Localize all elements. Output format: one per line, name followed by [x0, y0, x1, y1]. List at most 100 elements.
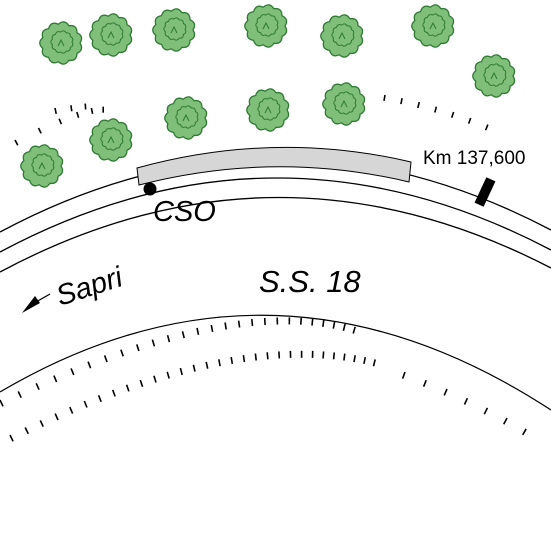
embankment-tick	[254, 353, 257, 361]
embankment-tick	[422, 379, 427, 387]
tree-canopy	[244, 4, 288, 48]
embankment-tick	[17, 391, 22, 399]
embankment-tick	[443, 388, 448, 396]
embankment-tick	[322, 351, 325, 359]
tree-canopy	[411, 4, 455, 48]
tree-trunk	[38, 161, 46, 170]
embankment-tick	[522, 428, 527, 436]
tree-canopy	[472, 54, 516, 98]
embankment-tick	[54, 413, 59, 421]
embankment-tick	[322, 319, 325, 328]
embankment-tick	[97, 395, 102, 403]
tree-trunk	[262, 21, 270, 30]
tree-trunk	[338, 31, 346, 40]
embankment-tick	[383, 94, 386, 102]
embankment-tick	[111, 389, 116, 397]
embankment-tick	[401, 371, 406, 379]
embankment-tick	[179, 367, 183, 376]
embankment-tick	[39, 420, 44, 428]
embankment-tick	[372, 359, 376, 367]
tree-canopy-detail	[175, 105, 199, 129]
embankment-tick	[230, 356, 234, 365]
station-label: CSO	[153, 196, 216, 228]
tree-canopy	[322, 82, 366, 126]
embankment-tick	[136, 344, 140, 352]
embankment-tick	[14, 139, 19, 146]
tree-canopy-detail	[333, 91, 357, 115]
embankment-tick	[153, 375, 157, 383]
embankment-tick	[83, 400, 88, 408]
embankment-tick	[196, 327, 200, 335]
embankment-tick	[450, 111, 455, 118]
embankment-tick	[363, 356, 367, 365]
embankment-tick	[0, 399, 4, 407]
track-outer	[0, 157, 551, 233]
embankment-tick	[125, 384, 130, 392]
tree-icon	[322, 82, 366, 126]
tree-icon	[20, 144, 64, 188]
tree-canopy	[320, 14, 364, 58]
embankment-tick	[9, 434, 14, 442]
arrow-shaft	[35, 293, 51, 303]
tree-icon	[89, 118, 133, 162]
tree-canopy-detail	[257, 97, 281, 121]
tree-canopy-detail	[483, 63, 507, 87]
embankment-tick	[417, 101, 421, 109]
tree-icon	[411, 4, 455, 48]
tree-canopy-detail	[100, 127, 124, 151]
embankment-tick	[120, 349, 124, 357]
embankment-tick	[90, 107, 94, 115]
tree-canopy	[89, 118, 133, 162]
road-ss18-centerline	[0, 314, 551, 411]
railway-tracks	[0, 157, 551, 273]
embankment-tick	[484, 124, 489, 131]
embankment-tick	[251, 319, 254, 327]
embankment-tick	[181, 331, 185, 339]
embankment-tick	[224, 322, 227, 330]
embankment-tick	[87, 361, 92, 369]
tree-canopy-detail	[422, 13, 446, 37]
station-dot-icon	[143, 182, 157, 196]
embankment-tick	[37, 127, 42, 134]
embankment-tick	[467, 117, 472, 124]
embankment-tick	[70, 368, 75, 376]
track-middle	[0, 177, 551, 253]
tree-canopy	[246, 88, 290, 132]
embankment-tick	[343, 353, 346, 361]
embankment-tick	[70, 105, 73, 112]
track-inner	[0, 196, 551, 273]
embankment-tick	[502, 417, 508, 425]
embankment-tick	[353, 355, 356, 363]
tree-trunk	[170, 25, 178, 34]
embankment-tick	[76, 111, 80, 118]
tree-canopy	[39, 21, 83, 65]
embankment-tick	[342, 323, 346, 331]
tree-group	[20, 4, 516, 188]
tree-icon	[89, 13, 133, 57]
km-marker-label: Km 137,600	[423, 148, 525, 169]
direction-label: Sapri	[52, 261, 128, 313]
tree-icon	[244, 4, 288, 48]
tree-icon	[152, 8, 196, 52]
embankment-tick	[463, 397, 469, 405]
tree-canopy-detail	[255, 13, 279, 37]
tree-canopy-detail	[331, 23, 355, 47]
embankment-tick	[84, 103, 87, 110]
embankment-tick	[24, 427, 30, 435]
tree-icon	[164, 96, 208, 140]
embankment-tick	[151, 339, 156, 347]
arrow-left-down-icon	[22, 296, 40, 313]
tree-trunk	[107, 30, 115, 39]
embankment-tick	[103, 355, 108, 363]
embankment-tick	[35, 382, 40, 391]
embankment-tick	[311, 318, 314, 326]
tree-icon	[39, 21, 83, 65]
tree-trunk	[107, 135, 115, 144]
embankment-tick	[352, 326, 356, 334]
embankment-tick	[332, 352, 336, 360]
embankment-ticks	[0, 94, 527, 442]
tree-trunk	[429, 21, 437, 30]
tree-icon	[320, 14, 364, 58]
